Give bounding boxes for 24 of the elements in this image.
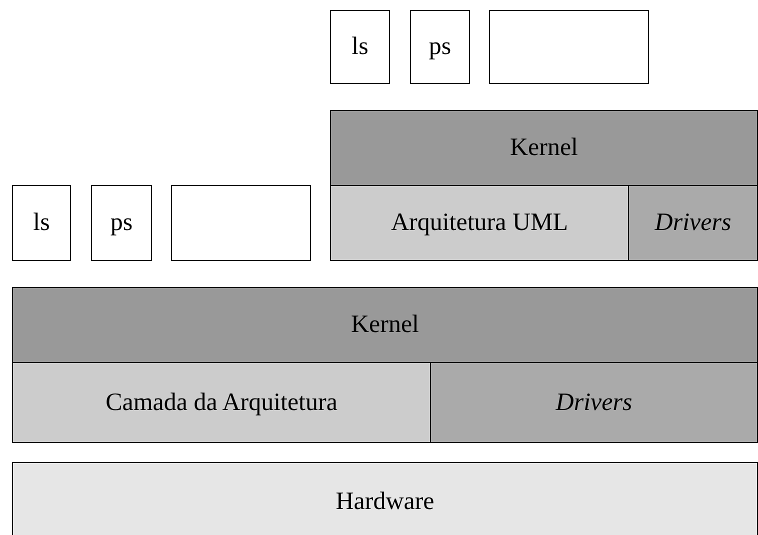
kernel-layer [330,110,758,186]
app-box [330,10,390,84]
drivers-layer [628,185,758,261]
layer-label: Kernel [350,311,420,339]
app-box [410,10,470,84]
app-name: ps [110,209,133,237]
layer-label: Drivers [556,388,632,416]
app-box [171,185,311,261]
drivers-layer [430,362,758,443]
kernel-layer [12,287,758,363]
app-box [91,185,152,261]
layer-label: Drivers [654,209,732,237]
layer-label: Arquitetura UML [390,209,568,237]
layer-label: Kernel [510,134,578,162]
layer-label: Hardware [336,488,434,516]
layer-label: Camada da Arquitetura [106,388,338,416]
hardware-layer [12,462,758,535]
architecture-layer [12,362,431,443]
app-name: ls [352,33,368,61]
architecture-layer [330,185,629,261]
app-name: ls [33,209,50,237]
app-box [12,185,71,261]
app-box [489,10,649,84]
app-name: ps [428,33,452,61]
